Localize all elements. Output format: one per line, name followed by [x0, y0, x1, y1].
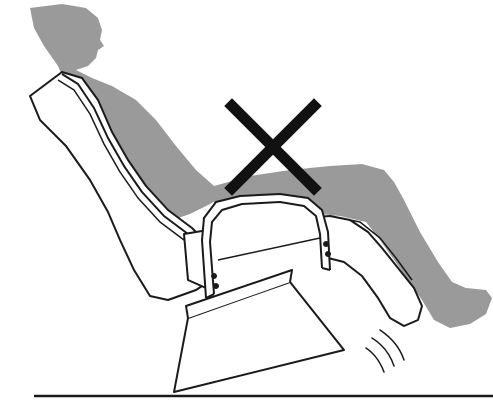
- tipping-motion-lines-icon: [366, 330, 404, 372]
- chair-pedestal: [174, 282, 344, 392]
- person-head: [30, 4, 104, 72]
